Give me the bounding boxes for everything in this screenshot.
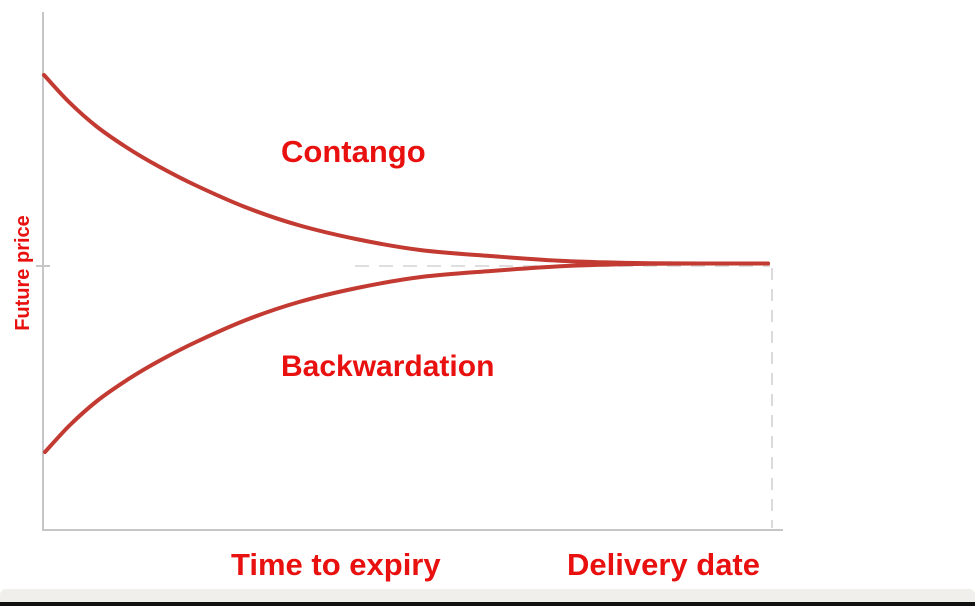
footer-strip xyxy=(0,589,975,602)
y-axis-label: Future price xyxy=(12,215,34,331)
x-axis-label-time-to-expiry: Time to expiry xyxy=(231,547,441,582)
contango-curve-label: Contango xyxy=(281,134,426,169)
footer-bar xyxy=(0,602,975,606)
backwardation-curve-label: Backwardation xyxy=(281,350,495,383)
contango-curve xyxy=(42,73,770,266)
backwardation-curve xyxy=(43,261,770,454)
x-axis-label-delivery-date: Delivery date xyxy=(567,547,760,582)
